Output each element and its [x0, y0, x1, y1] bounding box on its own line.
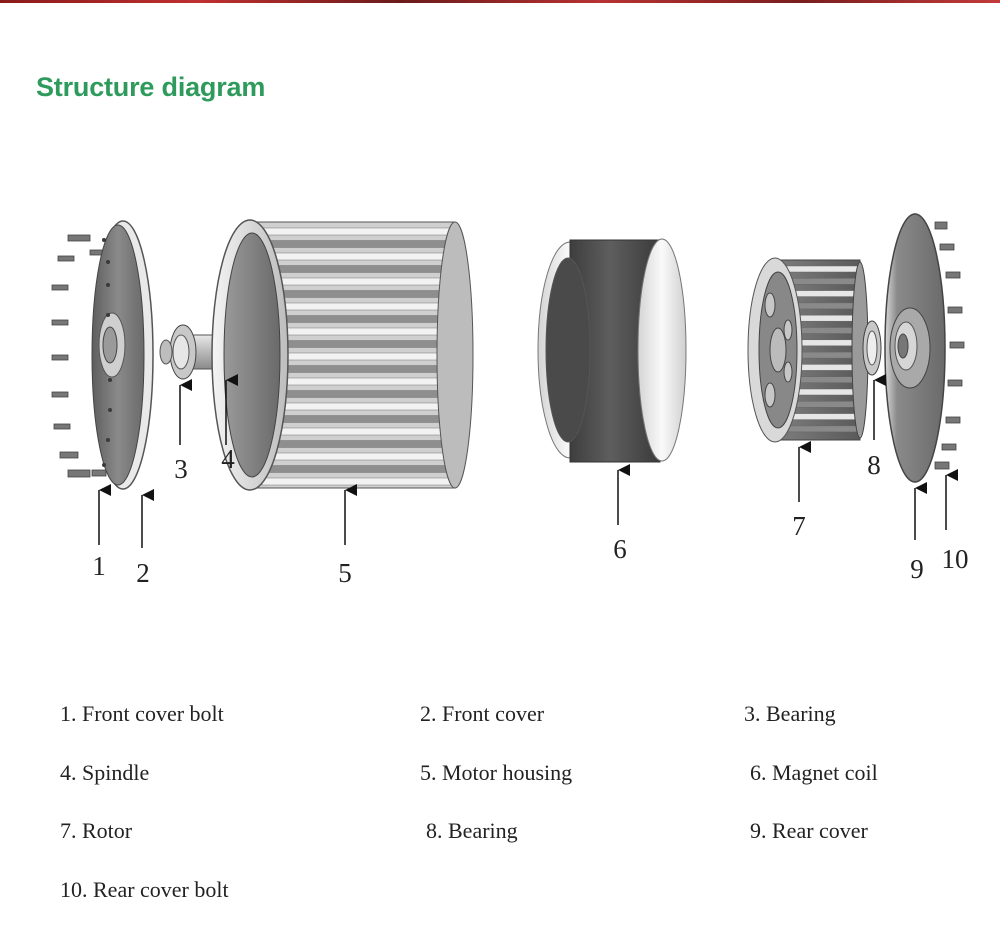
- legend-item: 1. Front cover bolt: [60, 701, 224, 726]
- rotor-fin: [784, 265, 860, 273]
- rear-bearing: [862, 320, 882, 376]
- housing-fin: [261, 252, 455, 261]
- callout-2: 2: [136, 558, 150, 588]
- housing-fin: [261, 427, 455, 436]
- housing-fin: [261, 315, 455, 323]
- housing-fin: [261, 277, 455, 286]
- housing-fin: [261, 265, 455, 273]
- top-accent-bar: [0, 0, 1000, 3]
- legend-item: 9. Rear cover: [750, 818, 868, 843]
- legend-item: 4. Spindle: [60, 760, 150, 785]
- legend-item: 3. Bearing: [744, 701, 836, 726]
- callout-8: 8: [867, 450, 881, 480]
- callout-9: 9: [910, 554, 924, 584]
- rear-cover: [884, 213, 946, 483]
- housing-fin: [261, 327, 455, 336]
- legend-item: 7. Rotor: [60, 818, 133, 843]
- housing-fin: [261, 477, 455, 486]
- housing-fin: [261, 352, 455, 361]
- callout-10: 10: [942, 544, 969, 574]
- housing-fin: [261, 340, 455, 348]
- housing-fin: [261, 402, 455, 411]
- housing-fin: [261, 227, 455, 236]
- motor-housing: [211, 219, 474, 491]
- rotor-fin: [784, 425, 860, 433]
- housing-fin: [261, 390, 455, 398]
- legend-item: 10. Rear cover bolt: [60, 877, 229, 902]
- housing-fin: [261, 240, 455, 248]
- housing-fin: [261, 365, 455, 373]
- callout-3: 3: [174, 454, 188, 484]
- callout-1: 1: [92, 551, 106, 581]
- housing-fin: [261, 290, 455, 298]
- rotor-fin: [784, 413, 860, 420]
- rear-cover-bolts: [934, 221, 965, 470]
- housing-fin: [261, 302, 455, 311]
- housing-fin: [261, 415, 455, 423]
- front-cover-bolts: [51, 234, 107, 478]
- page-title: Structure diagram: [36, 72, 266, 102]
- rotor: [747, 257, 869, 443]
- housing-fin: [261, 377, 455, 386]
- housing-fin: [261, 452, 455, 461]
- legend-item: 2. Front cover: [420, 701, 545, 726]
- magnet-coil: [537, 238, 687, 463]
- legend-item: 6. Magnet coil: [750, 760, 878, 785]
- callout-arrows: [98, 374, 958, 548]
- callout-5: 5: [338, 558, 352, 588]
- callout-6: 6: [613, 534, 627, 564]
- front-cover: [91, 220, 154, 490]
- rotor-fin: [784, 278, 860, 285]
- legend-item: 5. Motor housing: [420, 760, 573, 785]
- front-bearing: [159, 324, 197, 380]
- legend-item: 8. Bearing: [426, 818, 518, 843]
- housing-fin: [261, 440, 455, 448]
- callout-4: 4: [221, 444, 235, 474]
- callout-7: 7: [792, 511, 806, 541]
- housing-fin: [261, 465, 455, 473]
